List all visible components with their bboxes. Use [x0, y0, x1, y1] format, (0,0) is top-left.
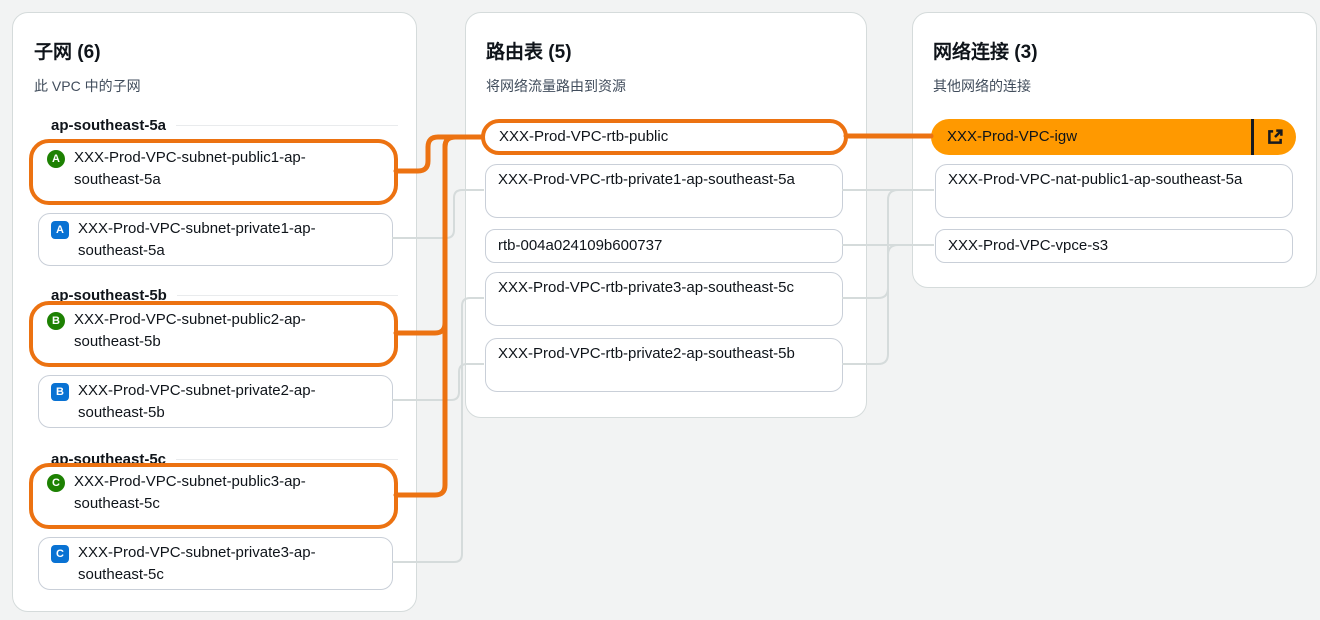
az-group-divider [176, 124, 398, 126]
route-tables-title-text: 路由表 [486, 42, 544, 63]
subnet-item-private3[interactable]: C XXX-Prod-VPC-subnet-private3-ap-southe… [38, 537, 393, 590]
route-tables-panel: 路由表 (5) 将网络流量路由到资源 XXX-Prod-VPC-rtb-publ… [465, 12, 867, 418]
az-group-divider [176, 294, 398, 296]
subnet-item-public1[interactable]: A XXX-Prod-VPC-subnet-public1-ap-southea… [29, 139, 398, 205]
route-tables-count: (5) [548, 42, 572, 63]
az-group-label: ap-southeast-5a [51, 116, 167, 134]
subnet-name: XXX-Prod-VPC-subnet-private3-ap-southeas… [78, 544, 316, 583]
connection-name: XXX-Prod-VPC-vpce-s3 [948, 237, 1109, 254]
route-table-item-private2[interactable]: XXX-Prod-VPC-rtb-private2-ap-southeast-5… [485, 338, 843, 392]
az-group-header: ap-southeast-5b [51, 285, 398, 305]
subnet-name: XXX-Prod-VPC-subnet-private1-ap-southeas… [78, 220, 316, 259]
az-group-header: ap-southeast-5a [51, 115, 398, 135]
subnet-item-private2[interactable]: B XXX-Prod-VPC-subnet-private2-ap-southe… [38, 375, 393, 428]
route-table-name: XXX-Prod-VPC-rtb-private3-ap-southeast-5… [498, 279, 794, 296]
az-badge-public-b: B [47, 312, 65, 330]
subnet-name: XXX-Prod-VPC-subnet-public1-ap-southeast… [74, 149, 306, 188]
connection-name: XXX-Prod-VPC-nat-public1-ap-southeast-5a [948, 171, 1243, 188]
route-table-item-private3[interactable]: XXX-Prod-VPC-rtb-private3-ap-southeast-5… [485, 272, 843, 326]
az-badge-private-c: C [51, 545, 69, 563]
connection-item-igw[interactable]: XXX-Prod-VPC-igw [931, 119, 1296, 155]
subnets-panel: 子网 (6) 此 VPC 中的子网 ap-southeast-5a A XXX-… [12, 12, 417, 612]
route-table-item-public[interactable]: XXX-Prod-VPC-rtb-public [481, 119, 848, 155]
az-badge-private-b: B [51, 383, 69, 401]
subnet-name: XXX-Prod-VPC-subnet-public2-ap-southeast… [74, 311, 306, 350]
subnets-title-text: 子网 [34, 42, 73, 63]
route-tables-panel-subtitle: 将网络流量路由到资源 [486, 78, 626, 94]
route-table-name: XXX-Prod-VPC-rtb-private2-ap-southeast-5… [498, 345, 795, 362]
az-badge-public-a: A [47, 150, 65, 168]
az-group-divider [176, 458, 398, 460]
subnet-item-public2[interactable]: B XXX-Prod-VPC-subnet-public2-ap-southea… [29, 301, 398, 367]
az-badge-private-a: A [51, 221, 69, 239]
connection-name: XXX-Prod-VPC-igw [947, 128, 1078, 145]
route-table-name: XXX-Prod-VPC-rtb-public [499, 128, 669, 145]
subnet-name: XXX-Prod-VPC-subnet-public3-ap-southeast… [74, 473, 306, 512]
route-table-name: rtb-004a024109b600737 [498, 237, 663, 254]
route-table-name: XXX-Prod-VPC-rtb-private1-ap-southeast-5… [498, 171, 795, 188]
route-table-item-main[interactable]: rtb-004a024109b600737 [485, 229, 843, 263]
route-table-item-private1[interactable]: XXX-Prod-VPC-rtb-private1-ap-southeast-5… [485, 164, 843, 218]
network-connections-panel: 网络连接 (3) 其他网络的连接 XXX-Prod-VPC-igw XXX-Pr… [912, 12, 1317, 288]
az-group-label: ap-southeast-5b [51, 286, 167, 304]
subnet-item-private1[interactable]: A XXX-Prod-VPC-subnet-private1-ap-southe… [38, 213, 393, 266]
external-link-icon[interactable] [1265, 127, 1285, 147]
igw-divider [1251, 119, 1254, 155]
connection-item-vpce[interactable]: XXX-Prod-VPC-vpce-s3 [935, 229, 1293, 263]
route-tables-panel-title: 路由表 (5) [486, 37, 572, 64]
subnet-item-public3[interactable]: C XXX-Prod-VPC-subnet-public3-ap-southea… [29, 463, 398, 529]
network-connections-panel-title: 网络连接 (3) [933, 37, 1038, 64]
network-connections-count: (3) [1014, 42, 1038, 63]
network-connections-title-text: 网络连接 [933, 42, 1010, 63]
subnet-name: XXX-Prod-VPC-subnet-private2-ap-southeas… [78, 382, 316, 421]
subnets-panel-title: 子网 (6) [34, 37, 101, 64]
az-badge-public-c: C [47, 474, 65, 492]
subnets-panel-subtitle: 此 VPC 中的子网 [34, 78, 141, 94]
network-connections-panel-subtitle: 其他网络的连接 [933, 78, 1031, 94]
subnets-count: (6) [77, 42, 101, 63]
connection-item-nat[interactable]: XXX-Prod-VPC-nat-public1-ap-southeast-5a [935, 164, 1293, 218]
